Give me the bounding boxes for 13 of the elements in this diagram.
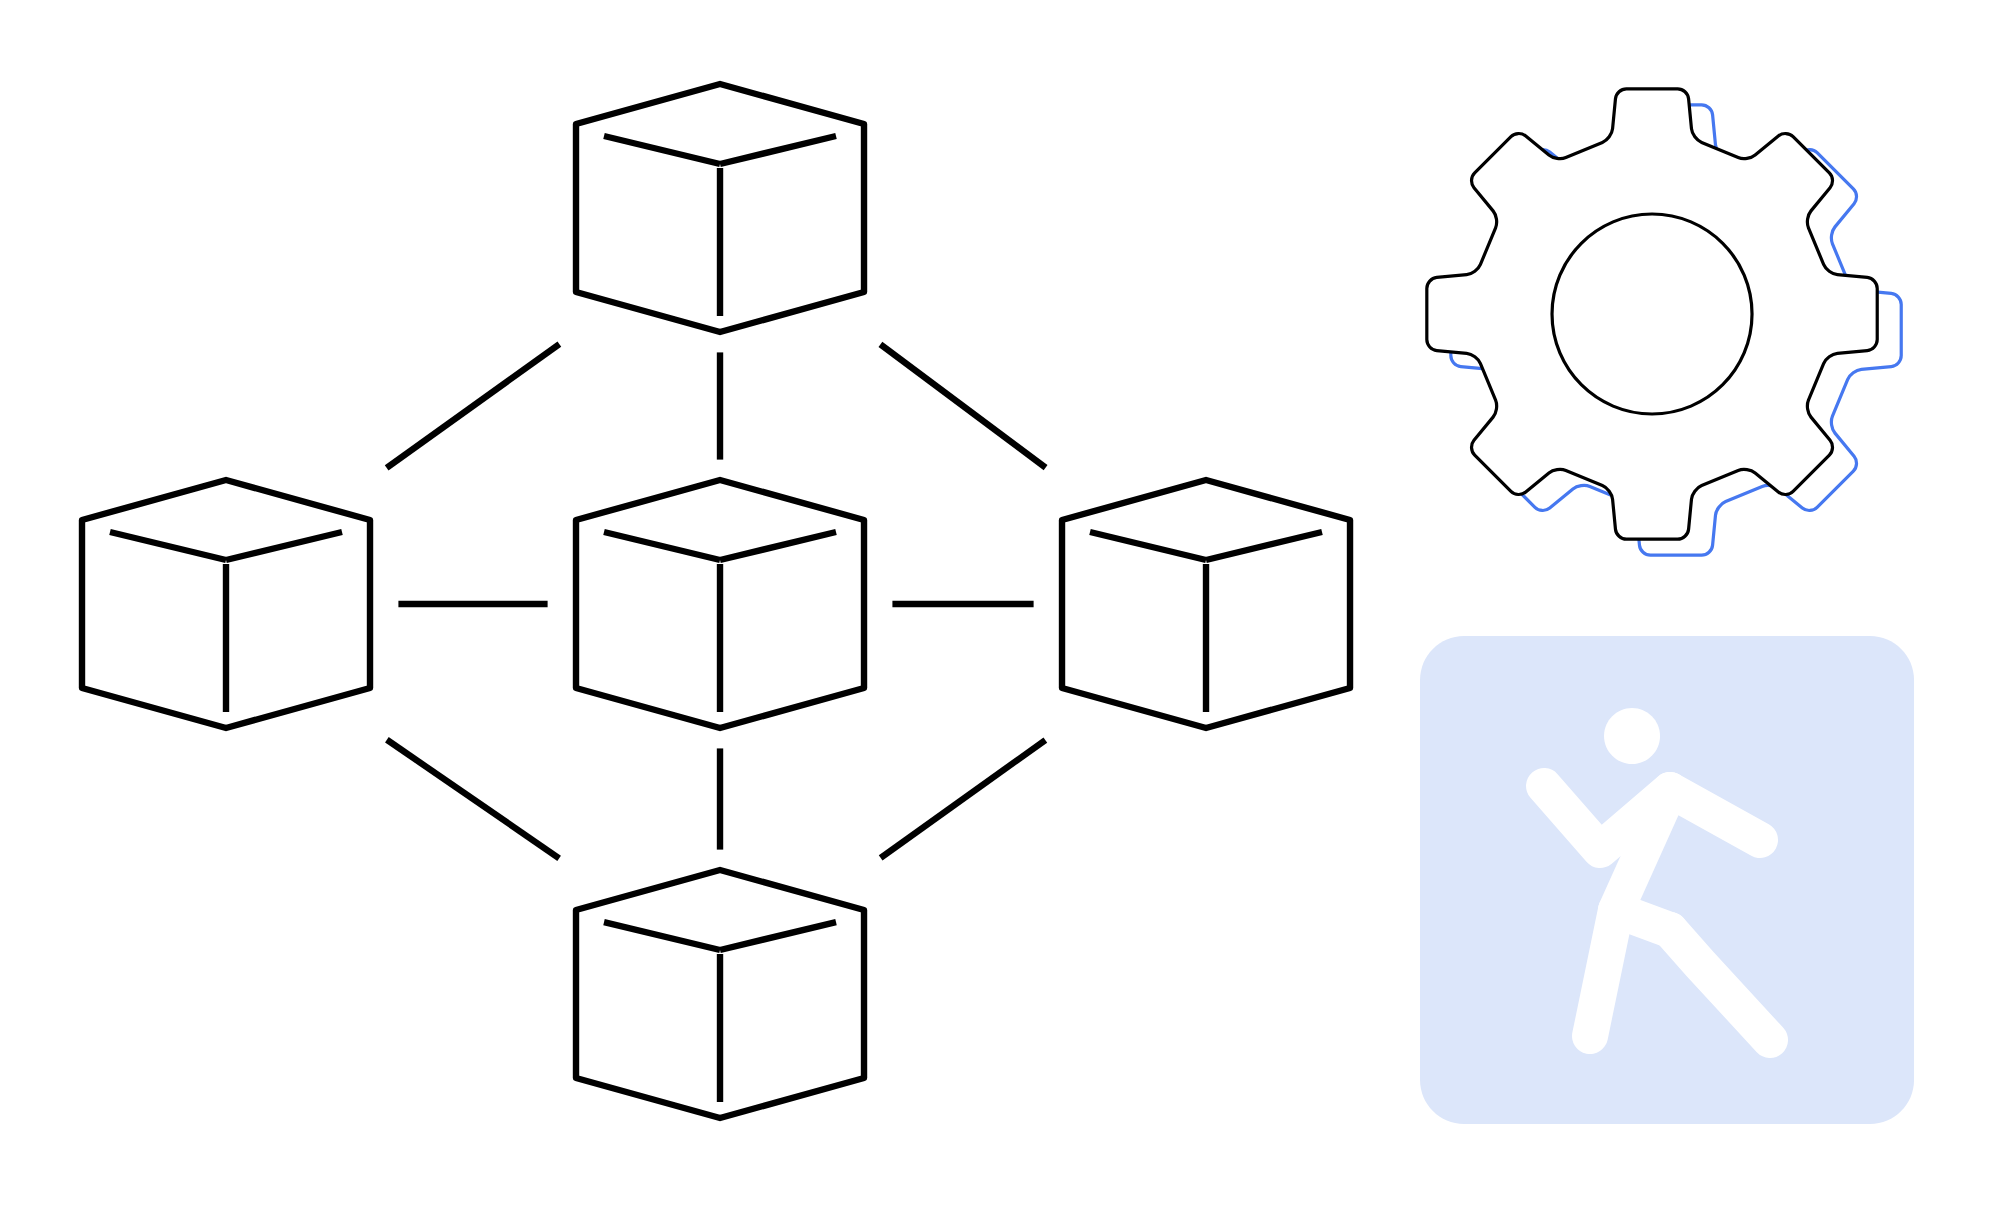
cube-icon: [572, 476, 868, 732]
cube-icon: [572, 80, 868, 336]
connector-line: [384, 341, 562, 471]
cube-icon: [572, 866, 868, 1122]
connector-line: [892, 600, 1034, 608]
connector-line: [398, 600, 548, 608]
connector-line: [878, 737, 1048, 861]
connector-line: [716, 748, 724, 850]
connector-line: [385, 737, 561, 861]
cube-icon: [78, 476, 374, 732]
connector-line: [716, 352, 724, 460]
cube-icon: [1058, 476, 1354, 732]
connector-line: [878, 341, 1048, 471]
